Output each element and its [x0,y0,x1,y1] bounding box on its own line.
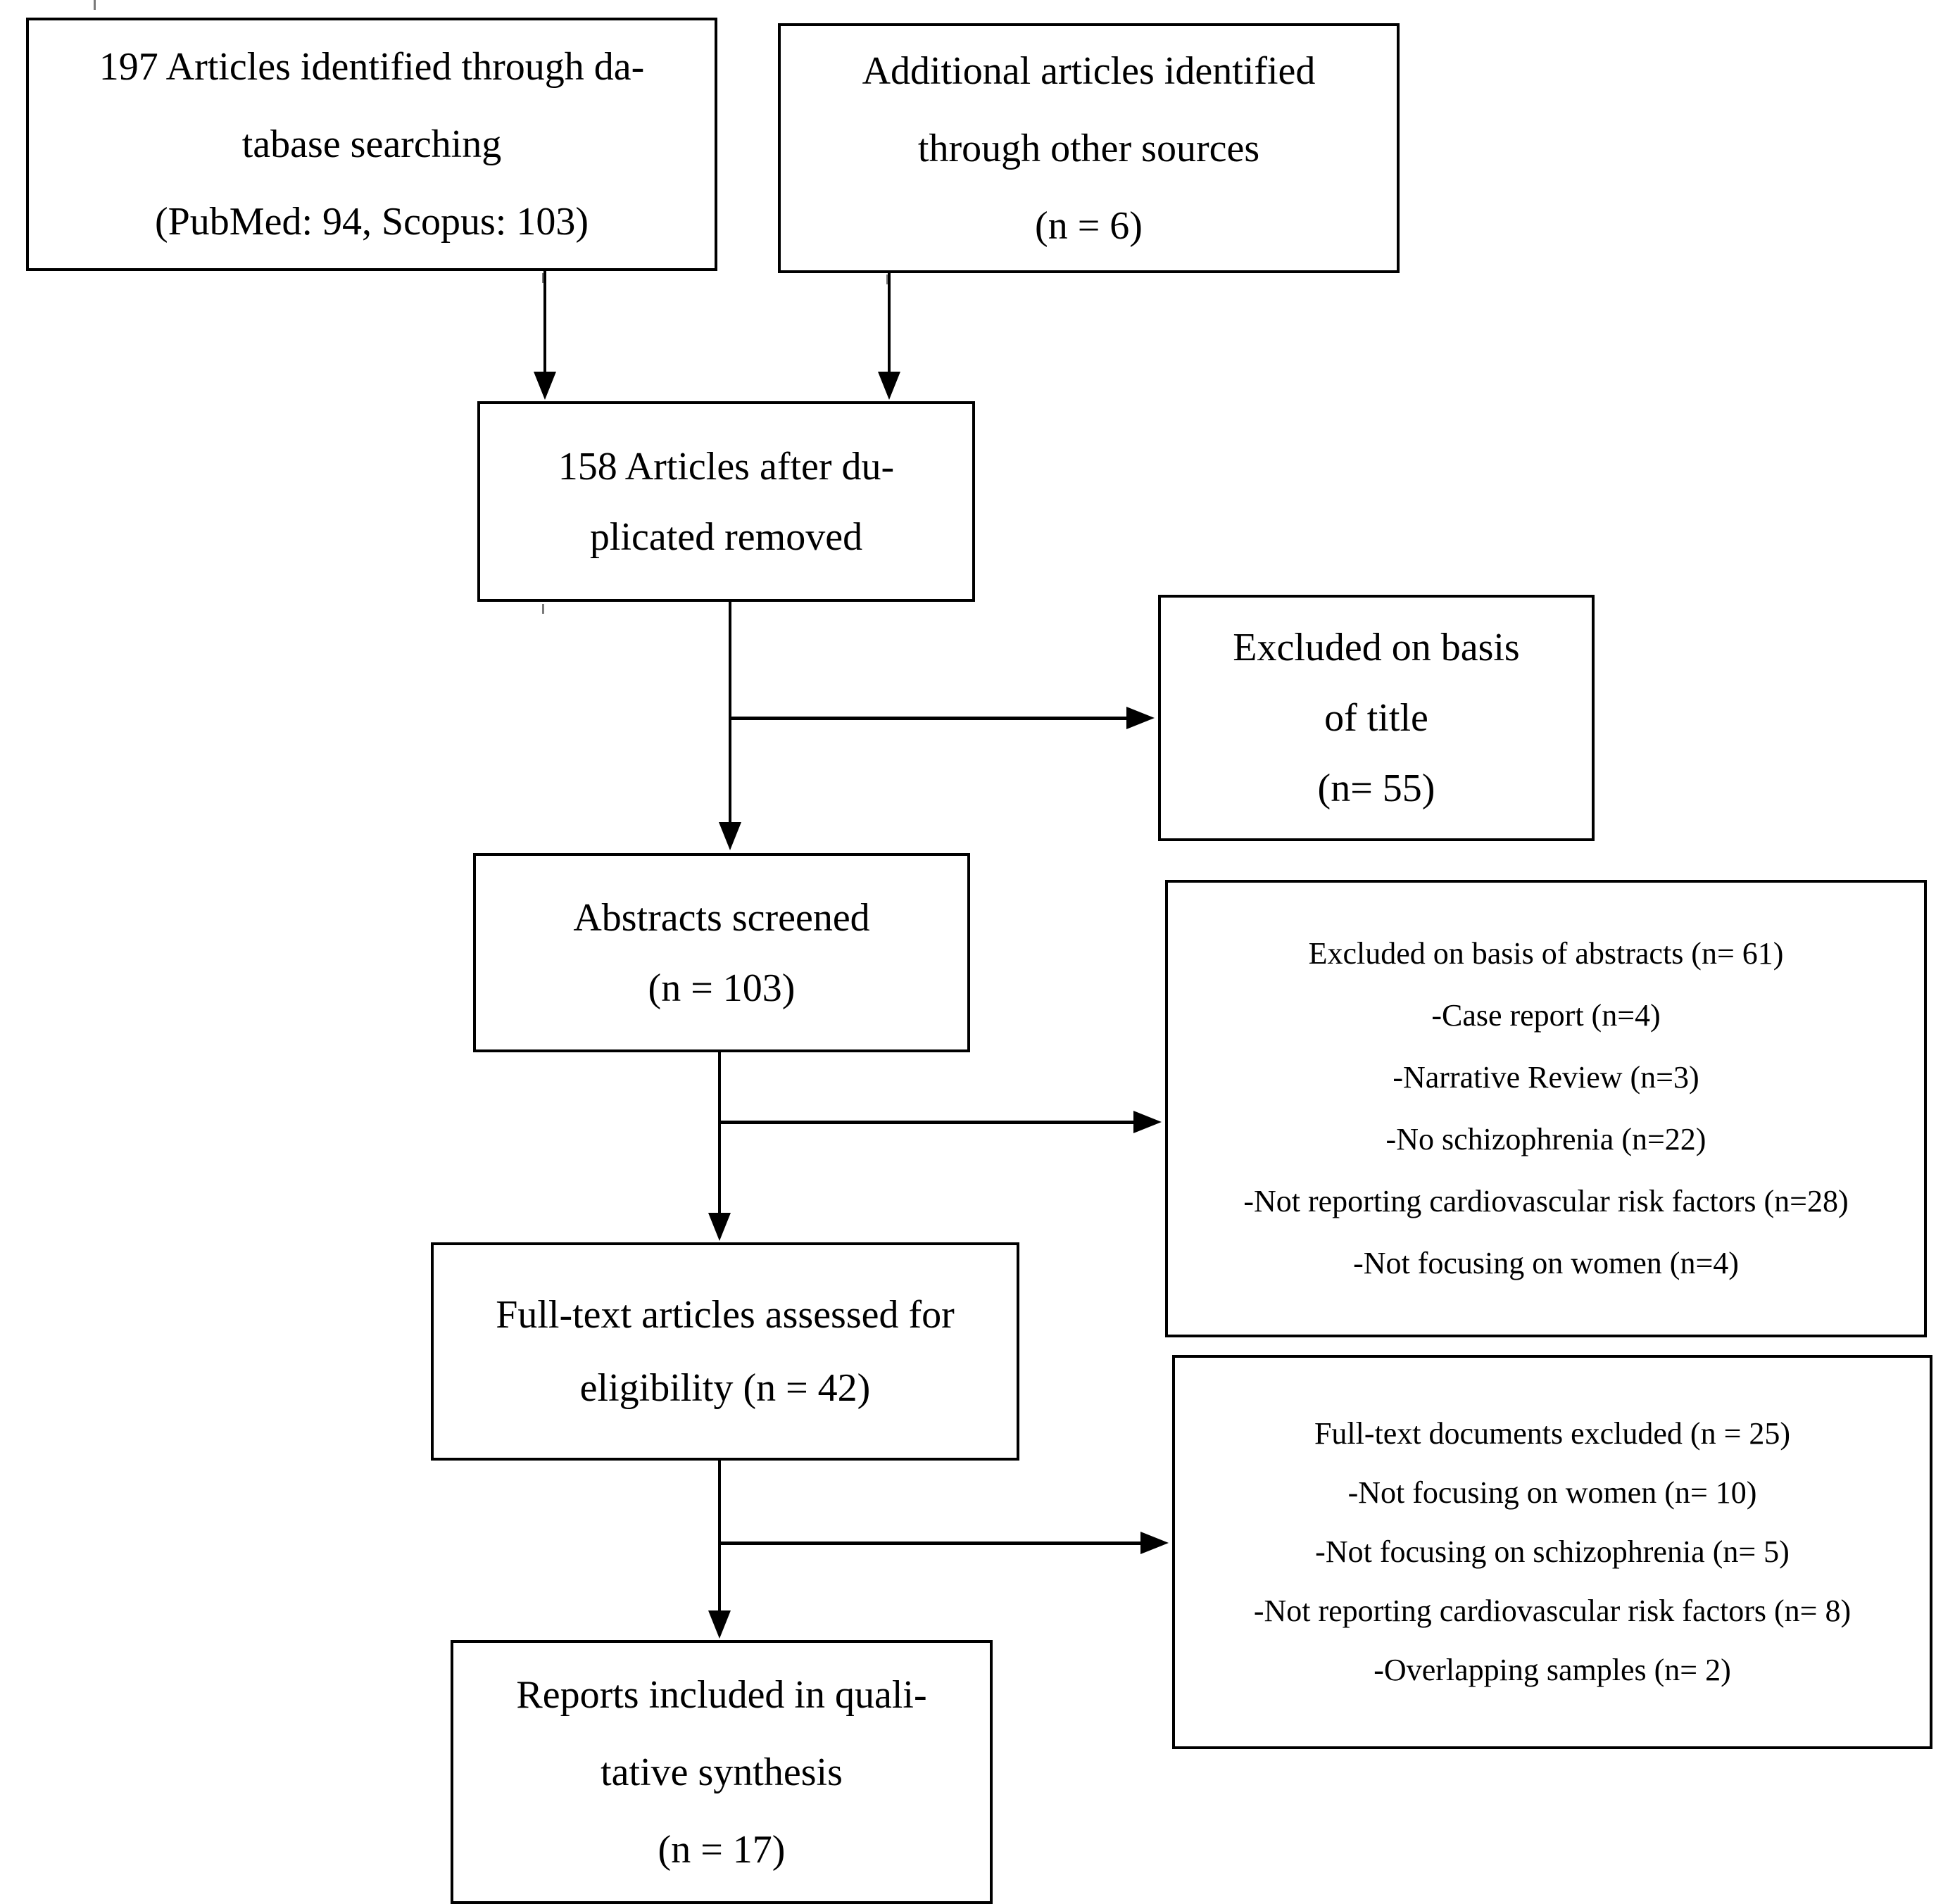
stray-tick [542,273,544,283]
stray-tick [94,0,96,10]
box-abstracts-screened: Abstracts screened (n = 103) [473,853,970,1052]
box-line: tabase searching [241,122,502,166]
connector-other-sources-to-dedup-arrow [878,372,900,400]
box-excluded-on-basis-of-abstracts: Excluded on basis of abstracts (n= 61) -… [1165,880,1927,1337]
box-line: -Case report (n=4) [1431,998,1661,1033]
connector-other-sources-to-dedup-line [888,273,891,373]
box-line: eligibility (n = 42) [579,1366,871,1410]
box-reports-included-in-qualitative-synthesis: Reports included in quali- tative synthe… [451,1640,993,1904]
connector-abstracts-to-excluded-abstracts-arrow [1133,1111,1162,1133]
box-line: -Not focusing on women (n= 10) [1347,1475,1757,1510]
box-line: through other sources [917,126,1260,170]
box-line: Additional articles identified [862,49,1316,93]
connector-abstracts-to-fulltext-arrow [708,1213,731,1241]
box-line: -Narrative Review (n=3) [1393,1060,1699,1095]
box-line: (n = 17) [658,1827,786,1872]
connector-abstracts-to-excluded-abstracts-line [718,1121,1137,1124]
box-line: Excluded on basis of abstracts (n= 61) [1308,936,1784,971]
box-line: -Overlapping samples (n= 2) [1373,1653,1731,1687]
connector-dedup-to-abstracts-line [729,602,731,824]
box-line: of title [1324,696,1428,740]
connector-fulltext-to-included-line [718,1461,721,1612]
box-line: -No schizophrenia (n=22) [1385,1122,1706,1156]
connector-fulltext-to-included-arrow [708,1610,731,1639]
connector-fulltext-to-excluded-fulltext-arrow [1140,1532,1169,1554]
box-articles-identified-database-searching: 197 Articles identified through da- taba… [26,18,717,271]
box-line: (n= 55) [1317,767,1435,810]
box-line: -Not reporting cardiovascular risk facto… [1243,1184,1849,1218]
connector-fulltext-to-excluded-fulltext-line [718,1542,1144,1545]
connector-abstracts-to-fulltext-line [718,1052,721,1214]
box-line: Abstracts screened [573,895,870,940]
box-line: plicated removed [589,515,863,559]
box-line: 197 Articles identified through da- [99,45,645,89]
connector-dedup-to-excluded-title-line [729,717,1130,720]
box-line: (PubMed: 94, Scopus: 103) [155,200,589,244]
box-line: Full-text articles assessed for [496,1293,955,1337]
connector-db-search-to-dedup-arrow [534,372,556,400]
stray-tick [542,604,544,614]
box-line: -Not reporting cardiovascular risk facto… [1253,1594,1852,1628]
box-line: -Not focusing on women (n=4) [1353,1246,1739,1280]
box-line: -Not focusing on schizophrenia (n= 5) [1315,1534,1790,1569]
box-additional-articles-other-sources: Additional articles identified through o… [778,23,1400,273]
box-line: Excluded on basis [1233,626,1520,669]
box-fulltext-articles-assessed-for-eligibility: Full-text articles assessed for eligibil… [431,1242,1019,1461]
box-line: 158 Articles after du- [558,444,895,488]
connector-db-search-to-dedup-line [543,271,546,373]
stray-tick [886,275,888,284]
box-line: tative synthesis [601,1750,843,1794]
box-articles-after-duplicates-removed: 158 Articles after du- plicated removed [477,401,975,602]
box-line: (n = 6) [1035,203,1143,248]
box-line: Reports included in quali- [516,1672,927,1717]
connector-dedup-to-excluded-title-arrow [1126,707,1155,729]
box-fulltext-documents-excluded: Full-text documents excluded (n = 25) -N… [1172,1355,1932,1749]
box-excluded-on-basis-of-title: Excluded on basis of title (n= 55) [1158,595,1595,841]
box-line: (n = 103) [648,966,796,1010]
box-line: Full-text documents excluded (n = 25) [1314,1416,1791,1451]
connector-dedup-to-abstracts-arrow [719,822,741,850]
